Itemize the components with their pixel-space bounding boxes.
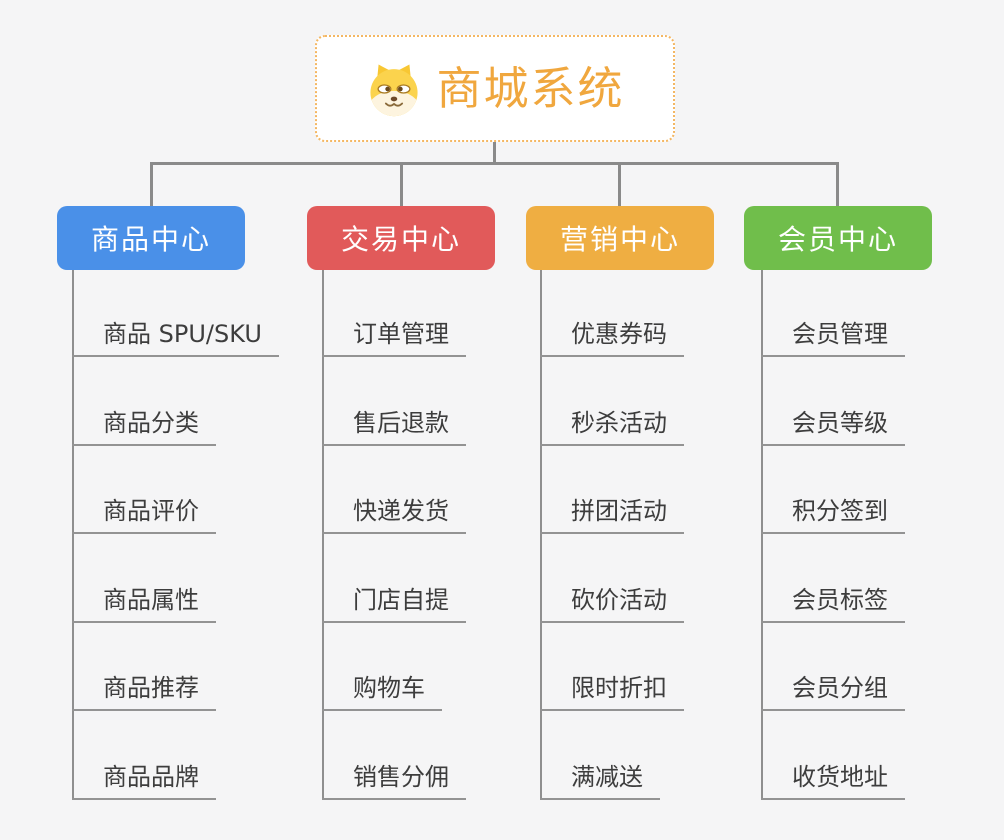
leaf-node[interactable]: 快递发货 bbox=[322, 497, 466, 534]
leaf-node[interactable]: 商品推荐 bbox=[72, 674, 216, 711]
connector-drop-marketing bbox=[618, 162, 621, 208]
branch-trade-center[interactable]: 交易中心 bbox=[307, 206, 495, 270]
trunk-line-member bbox=[761, 270, 763, 800]
connector-drop-trade bbox=[400, 162, 403, 208]
connector-horizontal-line bbox=[150, 162, 839, 165]
root-title: 商城系统 bbox=[436, 62, 625, 115]
leaf-node[interactable]: 售后退款 bbox=[322, 409, 466, 446]
leaf-node[interactable]: 会员标签 bbox=[761, 586, 905, 623]
dog-face-icon bbox=[370, 64, 419, 116]
leaf-node[interactable]: 拼团活动 bbox=[540, 497, 684, 534]
connector-drop-product bbox=[150, 162, 153, 208]
leaf-node[interactable]: 销售分佣 bbox=[322, 763, 466, 800]
leaf-node[interactable]: 门店自提 bbox=[322, 586, 466, 623]
leaf-node[interactable]: 商品品牌 bbox=[72, 763, 216, 800]
leaf-node[interactable]: 收货地址 bbox=[761, 763, 905, 800]
root-node[interactable]: 商城系统 bbox=[315, 35, 675, 142]
leaf-node[interactable]: 商品属性 bbox=[72, 586, 216, 623]
connector-root-trunk bbox=[493, 141, 496, 164]
trunk-line-product bbox=[72, 270, 74, 800]
trunk-line-trade bbox=[322, 270, 324, 800]
branch-member-items: 会员管理 会员等级 积分签到 会员标签 会员分组 收货地址 bbox=[761, 270, 1004, 810]
branch-product-items: 商品 SPU/SKU 商品分类 商品评价 商品属性 商品推荐 商品品牌 bbox=[72, 270, 332, 810]
leaf-node[interactable]: 会员等级 bbox=[761, 409, 905, 446]
leaf-node[interactable]: 会员管理 bbox=[761, 320, 905, 357]
branch-member-center[interactable]: 会员中心 bbox=[744, 206, 932, 270]
connector-drop-member bbox=[836, 162, 839, 208]
leaf-node[interactable]: 限时折扣 bbox=[540, 674, 684, 711]
branch-trade-items: 订单管理 售后退款 快递发货 门店自提 购物车 销售分佣 bbox=[322, 270, 582, 810]
leaf-node[interactable]: 满减送 bbox=[540, 763, 660, 800]
leaf-node[interactable]: 订单管理 bbox=[322, 320, 466, 357]
leaf-node[interactable]: 优惠券码 bbox=[540, 320, 684, 357]
branch-marketing-items: 优惠券码 秒杀活动 拼团活动 砍价活动 限时折扣 满减送 bbox=[540, 270, 800, 810]
leaf-node[interactable]: 砍价活动 bbox=[540, 586, 684, 623]
leaf-node[interactable]: 秒杀活动 bbox=[540, 409, 684, 446]
branch-marketing-center[interactable]: 营销中心 bbox=[526, 206, 714, 270]
leaf-node[interactable]: 购物车 bbox=[322, 674, 442, 711]
leaf-node[interactable]: 商品分类 bbox=[72, 409, 216, 446]
branch-product-center[interactable]: 商品中心 bbox=[57, 206, 245, 270]
leaf-node[interactable]: 商品 SPU/SKU bbox=[72, 320, 279, 357]
leaf-node[interactable]: 会员分组 bbox=[761, 674, 905, 711]
trunk-line-marketing bbox=[540, 270, 542, 800]
leaf-node[interactable]: 积分签到 bbox=[761, 497, 905, 534]
leaf-node[interactable]: 商品评价 bbox=[72, 497, 216, 534]
